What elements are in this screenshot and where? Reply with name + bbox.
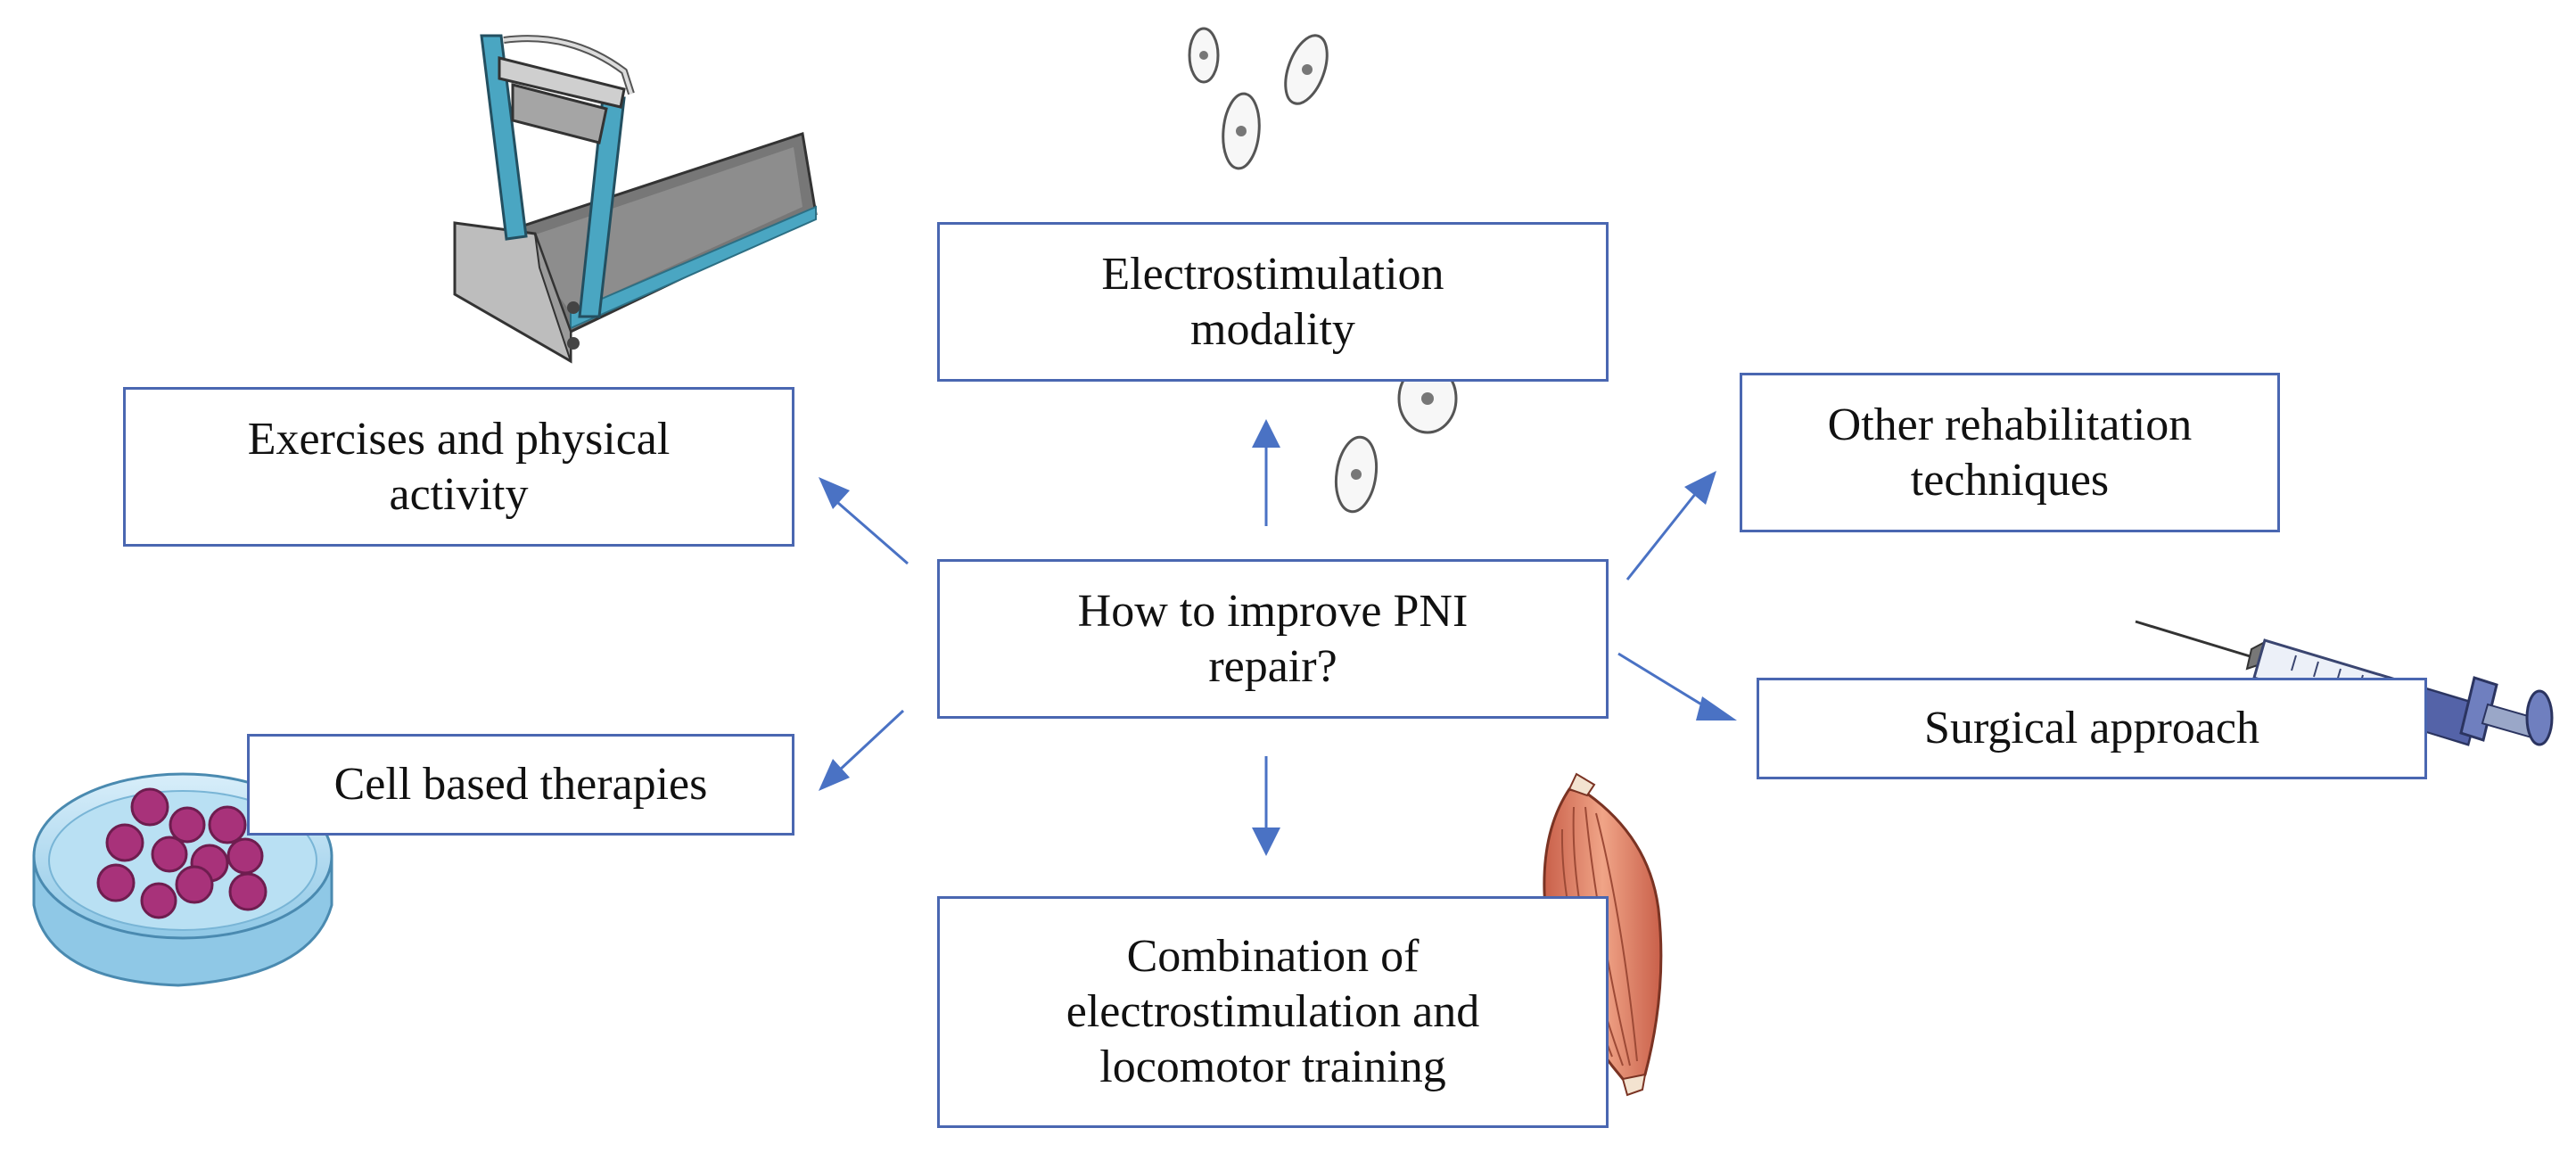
- node-electrostimulation: Electrostimulation modality: [937, 222, 1609, 382]
- arrow-down-right: [1617, 652, 1737, 720]
- node-exercise-label: Exercises and physical activity: [247, 413, 671, 520]
- node-surgical-approach-label: Surgical approach: [1924, 703, 2259, 753]
- treadmill-icon: [453, 34, 818, 364]
- node-other-rehabilitation-label: Other rehabilitation techniques: [1827, 399, 2193, 506]
- node-electrostimulation-label: Electrostimulation modality: [1101, 248, 1444, 355]
- node-cell-therapies: Cell based therapies: [247, 734, 794, 836]
- node-surgical-approach: Surgical approach: [1757, 678, 2427, 779]
- node-combination: Combination of electrostimulation and lo…: [937, 896, 1609, 1128]
- arrow-up-left: [819, 477, 909, 565]
- arrow-up-right: [1625, 471, 1716, 580]
- node-center-question: How to improve PNI repair?: [937, 559, 1609, 719]
- node-combination-label: Combination of electrostimulation and lo…: [1066, 931, 1480, 1092]
- arrow-down: [1252, 756, 1280, 856]
- node-other-rehabilitation: Other rehabilitation techniques: [1740, 373, 2280, 532]
- node-cell-therapies-label: Cell based therapies: [333, 759, 708, 810]
- node-center-question-label: How to improve PNI repair?: [1077, 585, 1469, 692]
- cell-cluster: [96, 787, 267, 919]
- node-exercise: Exercises and physical activity: [123, 387, 794, 547]
- arrow-up: [1252, 419, 1280, 526]
- arrow-down-left: [819, 709, 905, 791]
- arrows: [819, 419, 1737, 856]
